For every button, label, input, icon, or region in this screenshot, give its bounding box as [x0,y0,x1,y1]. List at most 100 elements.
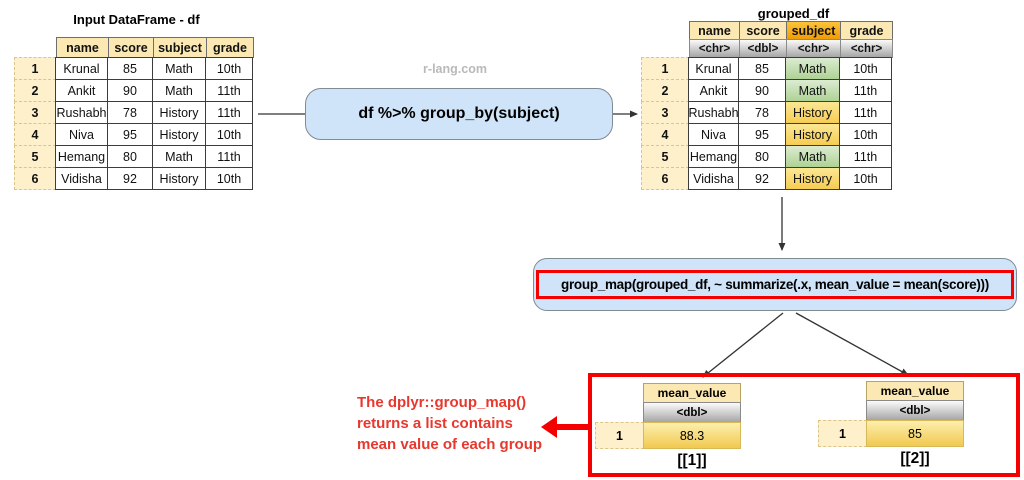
row-index: 4 [14,123,56,146]
arrow-groupmap-to-result1 [702,312,784,378]
cell-subject: Math [152,57,206,80]
row-index: 2 [641,79,689,102]
annotation-line: returns a list contains [357,415,513,432]
cell-subject: History [785,123,840,146]
cell-subject: History [152,101,206,124]
results-highlight-box [588,373,1020,477]
cell-score: 95 [107,123,153,146]
cell-subject: History [152,123,206,146]
annotation-line: The dplyr::group_map() [357,394,527,411]
cell-score: 85 [107,57,153,80]
group-by-box: df %>% group_by(subject) [305,88,613,140]
cell-name: Hemang [55,145,108,168]
row-index: 5 [14,145,56,168]
column-header: score [739,21,787,40]
cell-name: Krunal [55,57,108,80]
cell-name: Vidisha [55,167,108,190]
column-header: name [56,37,109,58]
annotation-text: The dplyr::group_map() returns a list co… [357,392,572,455]
cell-subject: Math [785,145,840,168]
result-value: 85 [866,420,964,447]
cell-score: 80 [107,145,153,168]
cell-grade: 10th [839,57,892,80]
result-column-type: <dbl> [866,400,964,421]
cell-score: 78 [738,101,786,124]
column-header-subject-highlighted: subject [786,21,841,40]
cell-subject: Math [152,79,206,102]
cell-name: Ankit [688,79,739,102]
row-index: 2 [14,79,56,102]
cell-score: 90 [107,79,153,102]
column-type: <chr> [840,39,893,58]
row-index: 4 [641,123,689,146]
column-type: <chr> [786,39,841,58]
grouped-dataframe-table: name score subject grade <chr> <dbl> <ch… [641,21,893,190]
cell-subject: History [785,167,840,190]
watermark-text: r-lang.com [423,62,487,76]
cell-grade: 11th [839,79,892,102]
cell-score: 92 [107,167,153,190]
input-header-row: name score subject grade [56,37,254,58]
cell-score: 78 [107,101,153,124]
cell-score: 85 [738,57,786,80]
column-header: grade [840,21,893,40]
cell-grade: 10th [205,167,253,190]
row-index: 6 [14,167,56,190]
row-index: 1 [14,57,56,80]
column-header: subject [153,37,207,58]
row-index: 3 [14,101,56,124]
arrow-groupmap-to-result2 [795,312,909,376]
cell-score: 90 [738,79,786,102]
cell-name: Niva [688,123,739,146]
result-column-header: mean_value [866,381,964,401]
grouped-table-title: grouped_df [757,6,830,21]
cell-grade: 11th [839,101,892,124]
cell-score: 92 [738,167,786,190]
column-header: grade [206,37,254,58]
cell-grade: 11th [205,145,253,168]
result-list-label: [[2]] [900,450,930,467]
cell-name: Vidisha [688,167,739,190]
group-map-highlight-rect: group_map(grouped_df, ~ summarize(.x, me… [536,270,1014,299]
cell-name: Niva [55,123,108,146]
result-value: 88.3 [643,422,741,449]
cell-grade: 10th [205,57,253,80]
grouped-type-row: <chr> <dbl> <chr> <chr> [689,39,893,58]
cell-name: Hemang [688,145,739,168]
cell-subject: History [785,101,840,124]
cell-grade: 10th [839,167,892,190]
column-header: name [689,21,740,40]
result-list-label: [[1]] [677,452,707,469]
row-index: 3 [641,101,689,124]
column-header: score [108,37,154,58]
cell-name: Rushabh [55,101,108,124]
cell-score: 80 [738,145,786,168]
cell-grade: 11th [839,145,892,168]
cell-grade: 10th [205,123,253,146]
result-row-index: 1 [595,422,644,449]
cell-name: Ankit [55,79,108,102]
cell-grade: 10th [839,123,892,146]
cell-score: 95 [738,123,786,146]
cell-name: Rushabh [688,101,739,124]
result-table-1: mean_value <dbl> 1 88.3 [[1]] [595,383,741,475]
grouped-header-row: name score subject grade [689,21,893,40]
annotation-line: mean value of each group [357,436,543,453]
row-index: 1 [641,57,689,80]
cell-grade: 11th [205,79,253,102]
row-index: 5 [641,145,689,168]
